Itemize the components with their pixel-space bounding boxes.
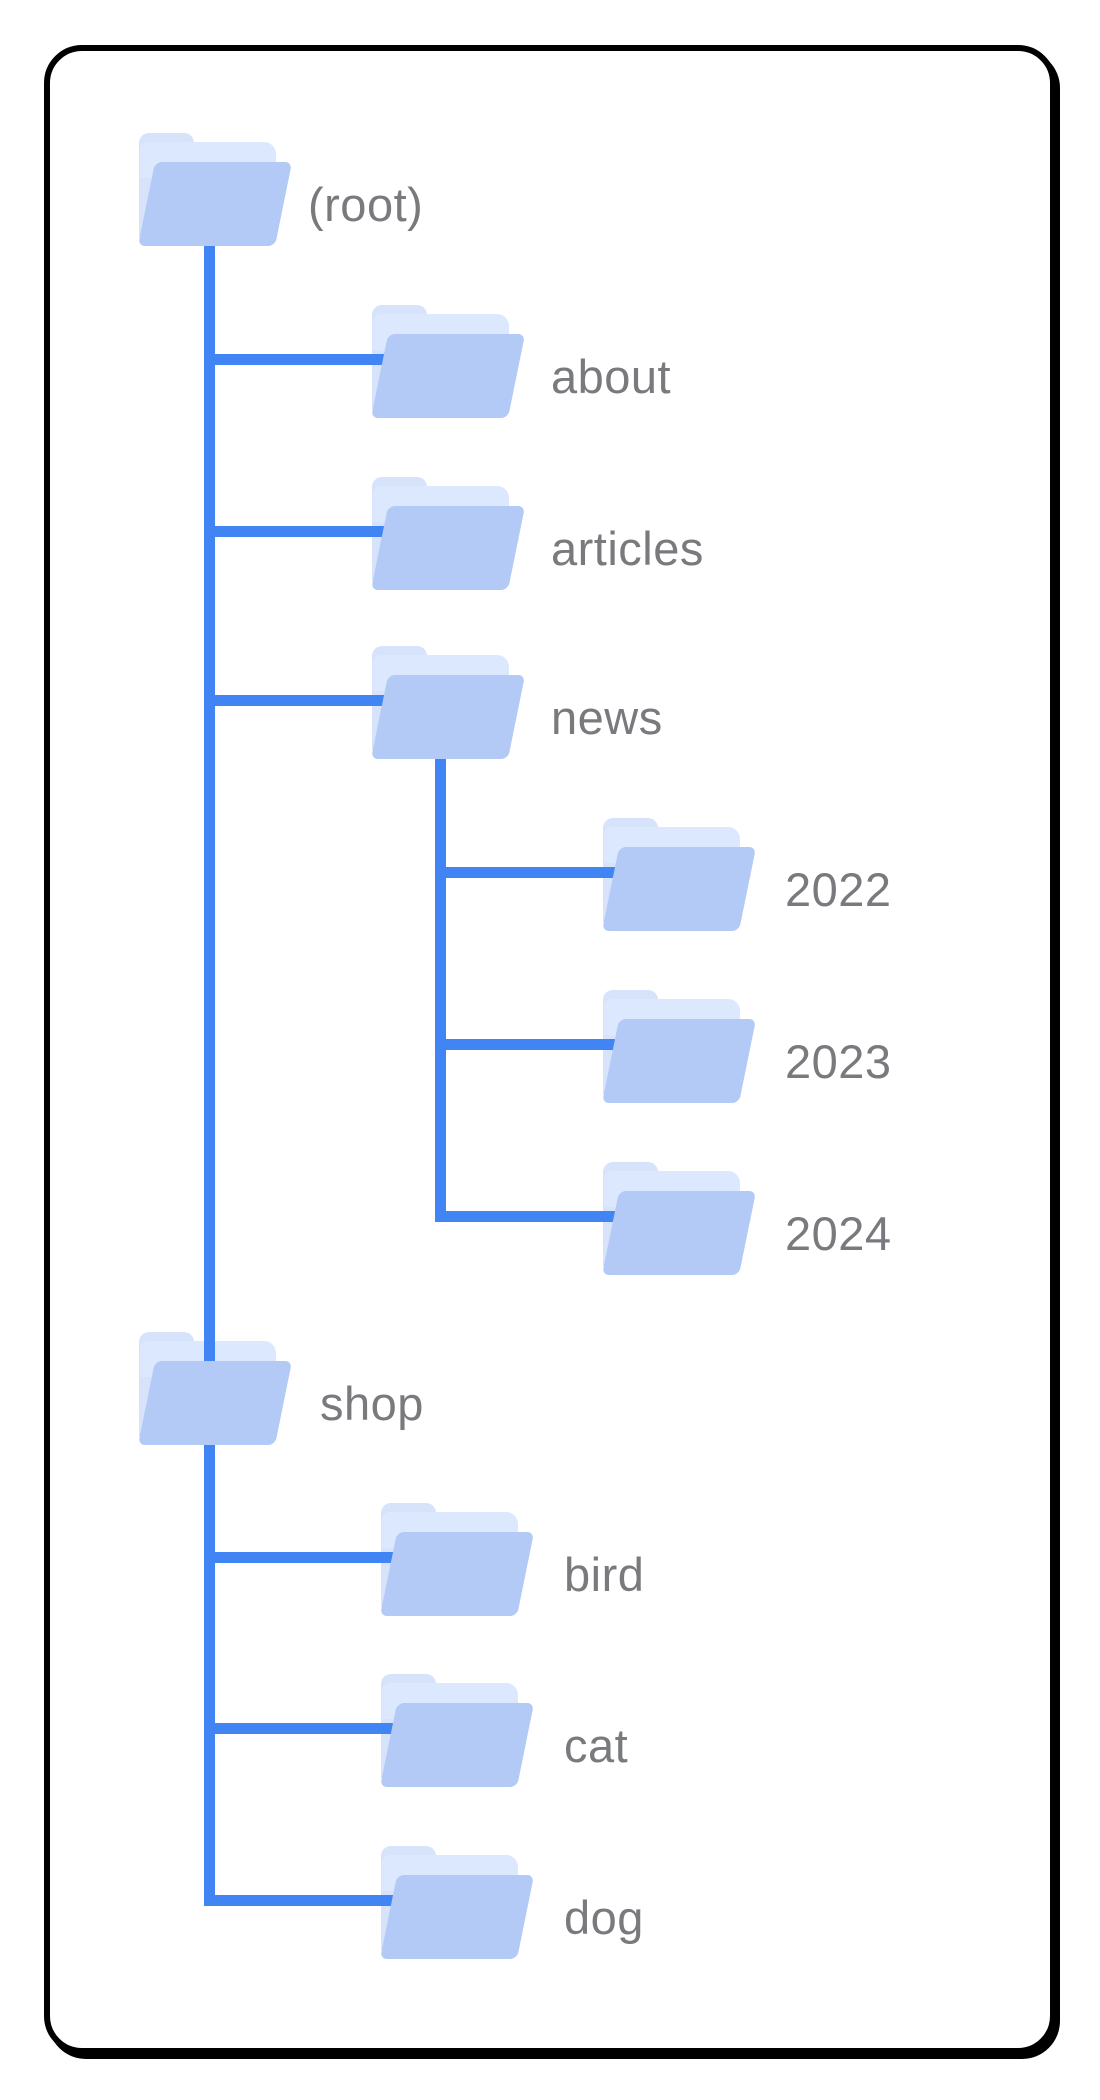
connector-branch-2023 [435, 1039, 621, 1050]
label-dog: dog [564, 1891, 644, 1944]
folder-icon-bird [380, 1503, 535, 1616]
folder-icon-2023 [602, 990, 757, 1103]
connector-branch-news [204, 695, 390, 706]
connector-branch-2022 [435, 867, 621, 878]
connector-branch-articles [204, 526, 390, 537]
folder-icon-about [371, 305, 526, 418]
folder-icon-2022 [602, 818, 757, 931]
connector-branch-dog [204, 1895, 400, 1906]
label-2024: 2024 [785, 1207, 892, 1260]
label-cat: cat [564, 1719, 629, 1772]
folder-front [380, 1703, 535, 1787]
folder-front [602, 1191, 757, 1275]
label-root: (root) [308, 178, 424, 231]
connector-branch-2024 [435, 1211, 621, 1222]
folder-front [602, 847, 757, 931]
folder-front [138, 1361, 293, 1445]
label-articles: articles [551, 522, 704, 575]
connector-branch-bird [204, 1552, 400, 1563]
label-about: about [551, 350, 672, 403]
connector-trunk-news [435, 752, 446, 1222]
folder-icon-shop [138, 1332, 293, 1445]
connector-branch-about [204, 354, 390, 365]
folder-front [380, 1532, 535, 1616]
label-news: news [551, 691, 663, 744]
label-bird: bird [564, 1548, 645, 1601]
connector-trunk-root [204, 235, 215, 1906]
connector-branch-cat [204, 1723, 400, 1734]
folder-icon-cat [380, 1674, 535, 1787]
folder-front [371, 334, 526, 418]
folder-front [371, 506, 526, 590]
folder-icon-articles [371, 477, 526, 590]
label-2023: 2023 [785, 1035, 892, 1088]
folder-front [371, 675, 526, 759]
label-shop: shop [320, 1377, 424, 1430]
folder-icon-news [371, 646, 526, 759]
folder-front [380, 1875, 535, 1959]
folder-icon-root [138, 133, 293, 246]
folder-front [138, 162, 293, 246]
folder-icon-dog [380, 1846, 535, 1959]
folder-front [602, 1019, 757, 1103]
label-2022: 2022 [785, 863, 892, 916]
folder-icon-2024 [602, 1162, 757, 1275]
